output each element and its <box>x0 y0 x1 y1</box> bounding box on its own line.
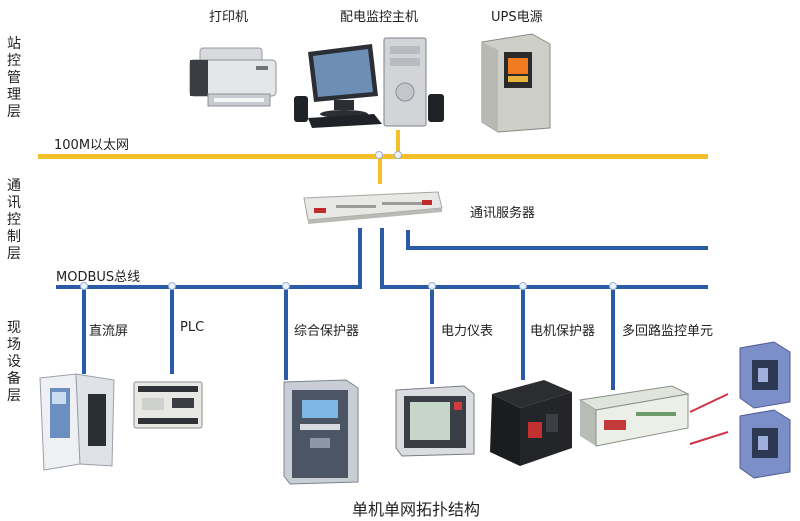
ups-label: UPS电源 <box>491 10 543 25</box>
modbus-bus-line-right <box>380 285 708 289</box>
layer-label-management: 站控管理层 <box>7 36 21 120</box>
printer-image <box>186 46 280 110</box>
ethernet-bus-line <box>38 154 708 159</box>
motor-protector-image <box>484 378 576 468</box>
drop-motor-protector <box>521 288 525 380</box>
host-label: 配电监控主机 <box>340 10 419 25</box>
plc-label: PLC <box>180 320 205 335</box>
breaker-links <box>688 386 732 456</box>
ethernet-to-server-link <box>378 156 382 184</box>
drop-protector <box>284 288 288 380</box>
modbus-junction-plc <box>168 282 176 290</box>
breaker-image-top <box>734 340 794 410</box>
server-extra-bus-line <box>406 246 708 250</box>
plc-image <box>132 376 204 432</box>
modbus-bus-label: MODBUS总线 <box>56 270 141 285</box>
layer-label-field: 现场设备层 <box>7 320 21 404</box>
drop-multi-monitor <box>611 288 615 390</box>
modbus-junction-multi-monitor <box>609 282 617 290</box>
communication-server-label: 通讯服务器 <box>470 206 536 221</box>
multi-monitor-image <box>576 384 690 448</box>
diagram-caption: 单机单网拓扑结构 <box>352 500 481 519</box>
power-meter-image <box>392 384 478 458</box>
printer-label: 打印机 <box>209 10 249 25</box>
drop-plc <box>170 288 174 374</box>
modbus-junction-motor-protector <box>519 282 527 290</box>
host-to-ethernet-link <box>396 130 400 156</box>
modbus-bus-line-left <box>56 285 362 289</box>
protector-image <box>280 378 362 486</box>
modbus-junction-power-meter <box>428 282 436 290</box>
breaker-image-bottom <box>734 408 794 480</box>
multi-monitor-label: 多回路监控单元 <box>622 324 714 339</box>
monitoring-host-image <box>288 36 448 132</box>
communication-server-image <box>298 190 444 224</box>
ups-image <box>478 30 554 134</box>
layer-label-communication: 通讯控制层 <box>7 178 21 262</box>
motor-protector-label: 电机保护器 <box>530 324 596 339</box>
power-meter-label: 电力仪表 <box>441 324 494 339</box>
server-to-modbus-link-right <box>380 228 384 288</box>
modbus-junction-dc-screen <box>80 282 88 290</box>
modbus-junction-protector <box>282 282 290 290</box>
dc-screen-label: 直流屏 <box>89 324 129 339</box>
dc-screen-image <box>36 372 118 472</box>
server-extra-port-link <box>406 230 410 250</box>
drop-dc-screen <box>82 288 86 374</box>
ethernet-junction-host <box>394 151 402 159</box>
protector-label: 综合保护器 <box>294 324 360 339</box>
drop-power-meter <box>430 288 434 384</box>
ethernet-bus-label: 100M以太网 <box>54 138 130 153</box>
server-to-modbus-link-left <box>358 228 362 288</box>
ethernet-junction-server <box>375 151 383 159</box>
